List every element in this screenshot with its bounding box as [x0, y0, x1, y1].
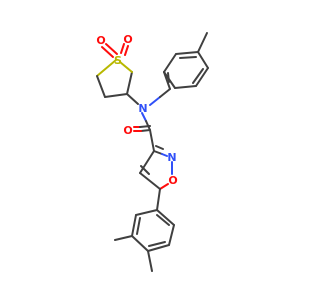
bond-tol-5	[174, 85, 197, 89]
bond-dm-2	[131, 214, 137, 237]
atom-sulfonyl-oxygen-2: O	[123, 33, 132, 46]
bond-c5-ar	[156, 188, 161, 211]
bond-c2-c3	[104, 93, 128, 98]
bond-s-o1-a	[101, 46, 114, 58]
bond-dm-4	[147, 244, 170, 252]
bond-tol-methyl	[197, 32, 208, 53]
bond-c1-c2	[96, 75, 106, 98]
molecule-diagram: S O O N O N O	[96, 32, 209, 272]
bond-c3-n-a	[153, 150, 163, 155]
bond-co-d	[139, 125, 151, 128]
bond-c3-n-d	[155, 145, 164, 150]
bond-s-c1	[96, 59, 117, 77]
atom-amide-nitrogen: N	[138, 102, 147, 115]
atom-sulfonyl-oxygen-1: O	[96, 34, 105, 47]
bond-c4-c3	[139, 150, 155, 174]
bond-s-o1-b	[105, 43, 118, 55]
bond-tol-2	[175, 51, 199, 55]
bond-dm-3	[131, 235, 149, 252]
atom-isoxazole-oxygen: O	[168, 174, 177, 187]
bond-c4-s	[119, 61, 133, 73]
bond-cco-c3	[149, 129, 155, 152]
bond-c3-n-b	[161, 153, 168, 157]
bond-n-cco	[141, 112, 147, 122]
bond-c5-c4-d	[140, 165, 150, 175]
bond-tol-2d	[179, 56, 197, 59]
structure-svg: S O O N O N O	[96, 32, 209, 272]
bond-dm-methyl-2	[147, 250, 153, 272]
bond-s-o2-b	[124, 45, 129, 56]
bond-tol-6d	[167, 72, 170, 83]
bond-dm-5	[168, 224, 175, 246]
bond-tol-4d	[192, 68, 204, 84]
bond-tol-3	[197, 51, 209, 69]
atom-carbonyl-oxygen: O	[123, 124, 132, 137]
bond-dm-methyl-1	[114, 235, 133, 241]
bond-ch2	[159, 88, 171, 98]
bond-n-ch2	[149, 96, 161, 106]
bond-c3-n	[126, 93, 139, 105]
atom-sulfur: S	[114, 54, 122, 67]
bond-co-a	[140, 129, 151, 132]
bond-s-o2-a	[120, 43, 125, 54]
bond-tol-1	[163, 53, 177, 73]
atom-isoxazole-nitrogen: N	[167, 151, 176, 164]
bond-c3-c4	[126, 71, 133, 95]
bond-dm-6	[156, 209, 175, 226]
bond-dm-6d	[156, 214, 170, 226]
bond-c5-c4	[139, 172, 161, 190]
bond-dm-2d	[136, 217, 141, 235]
bond-tol-4	[195, 67, 209, 87]
bond-dm-1	[135, 209, 158, 216]
bond-o-c5	[159, 183, 169, 190]
bond-dm-4d	[148, 241, 166, 247]
